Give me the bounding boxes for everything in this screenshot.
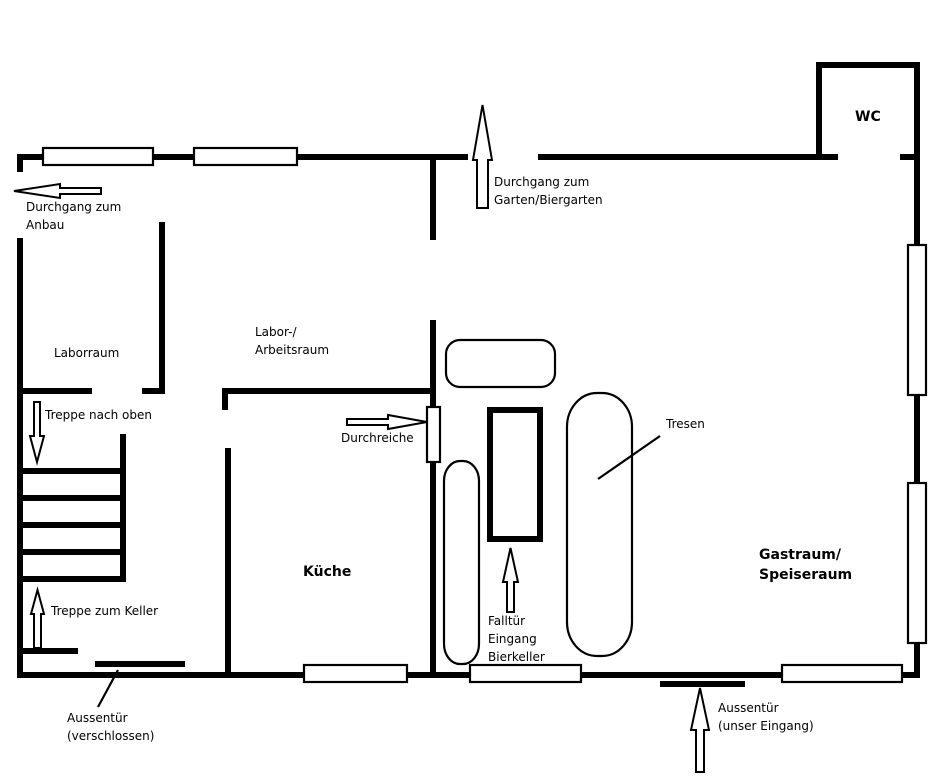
arrow-down-treppe-icon: [28, 401, 46, 466]
label-treppe-oben: Treppe nach oben: [45, 408, 152, 422]
label-treppe-keller: Treppe zum Keller: [51, 604, 159, 618]
label-gastraum: Gastraum/ Speiseraum: [759, 547, 853, 583]
label-wc: WC: [855, 109, 881, 125]
label-durchreiche: Durchreiche: [341, 431, 414, 445]
label-durchgang-anbau: Durchgang zum Anbau: [26, 200, 122, 232]
doors: [95, 661, 745, 708]
label-durchgang-garten: Durchgang zum Garten/Biergarten: [494, 175, 603, 207]
arrow-up-keller-icon: [29, 586, 46, 649]
window-bottom-kitchen: [302, 663, 409, 684]
window-bottom-right: [780, 663, 904, 684]
table-left-long: [442, 459, 481, 666]
label-labor-arbeitsraum: Labor-/ Arbeitsraum: [255, 325, 330, 357]
label-tresen: Tresen: [666, 417, 705, 431]
window-bottom-middle: [468, 663, 583, 684]
window-top-1: [41, 146, 155, 167]
interior-walls: [20, 157, 436, 678]
staircase: [20, 434, 126, 582]
windows: [41, 146, 928, 684]
arrow-left-anbau-icon: [13, 182, 102, 200]
arrow-up-eingang-icon: [689, 687, 711, 773]
window-right-2: [906, 481, 928, 645]
wc-walls: [816, 62, 920, 157]
window-right-1: [906, 243, 928, 397]
furniture: [442, 338, 661, 666]
durchreiche-hatch: [425, 405, 442, 464]
label-laborraum: Laborraum: [54, 346, 120, 360]
arrows: [13, 104, 711, 773]
tresen-counter: [565, 391, 634, 658]
table-top: [444, 338, 557, 389]
label-aussentuer-eingang: Aussentür (unser Eingang): [718, 701, 814, 733]
label-falltuer: Falltür Eingang Bierkeller: [488, 614, 545, 664]
arrow-up-falltuer-icon: [501, 547, 520, 613]
window-top-2: [192, 146, 299, 167]
label-aussentuer-verschlossen: Aussentür (verschlossen): [67, 711, 155, 743]
arrow-right-durchreiche-icon: [346, 413, 428, 431]
label-kueche: Küche: [303, 564, 352, 580]
arrow-up-garten-icon: [471, 104, 494, 209]
falltuer-hatch: [487, 407, 543, 542]
